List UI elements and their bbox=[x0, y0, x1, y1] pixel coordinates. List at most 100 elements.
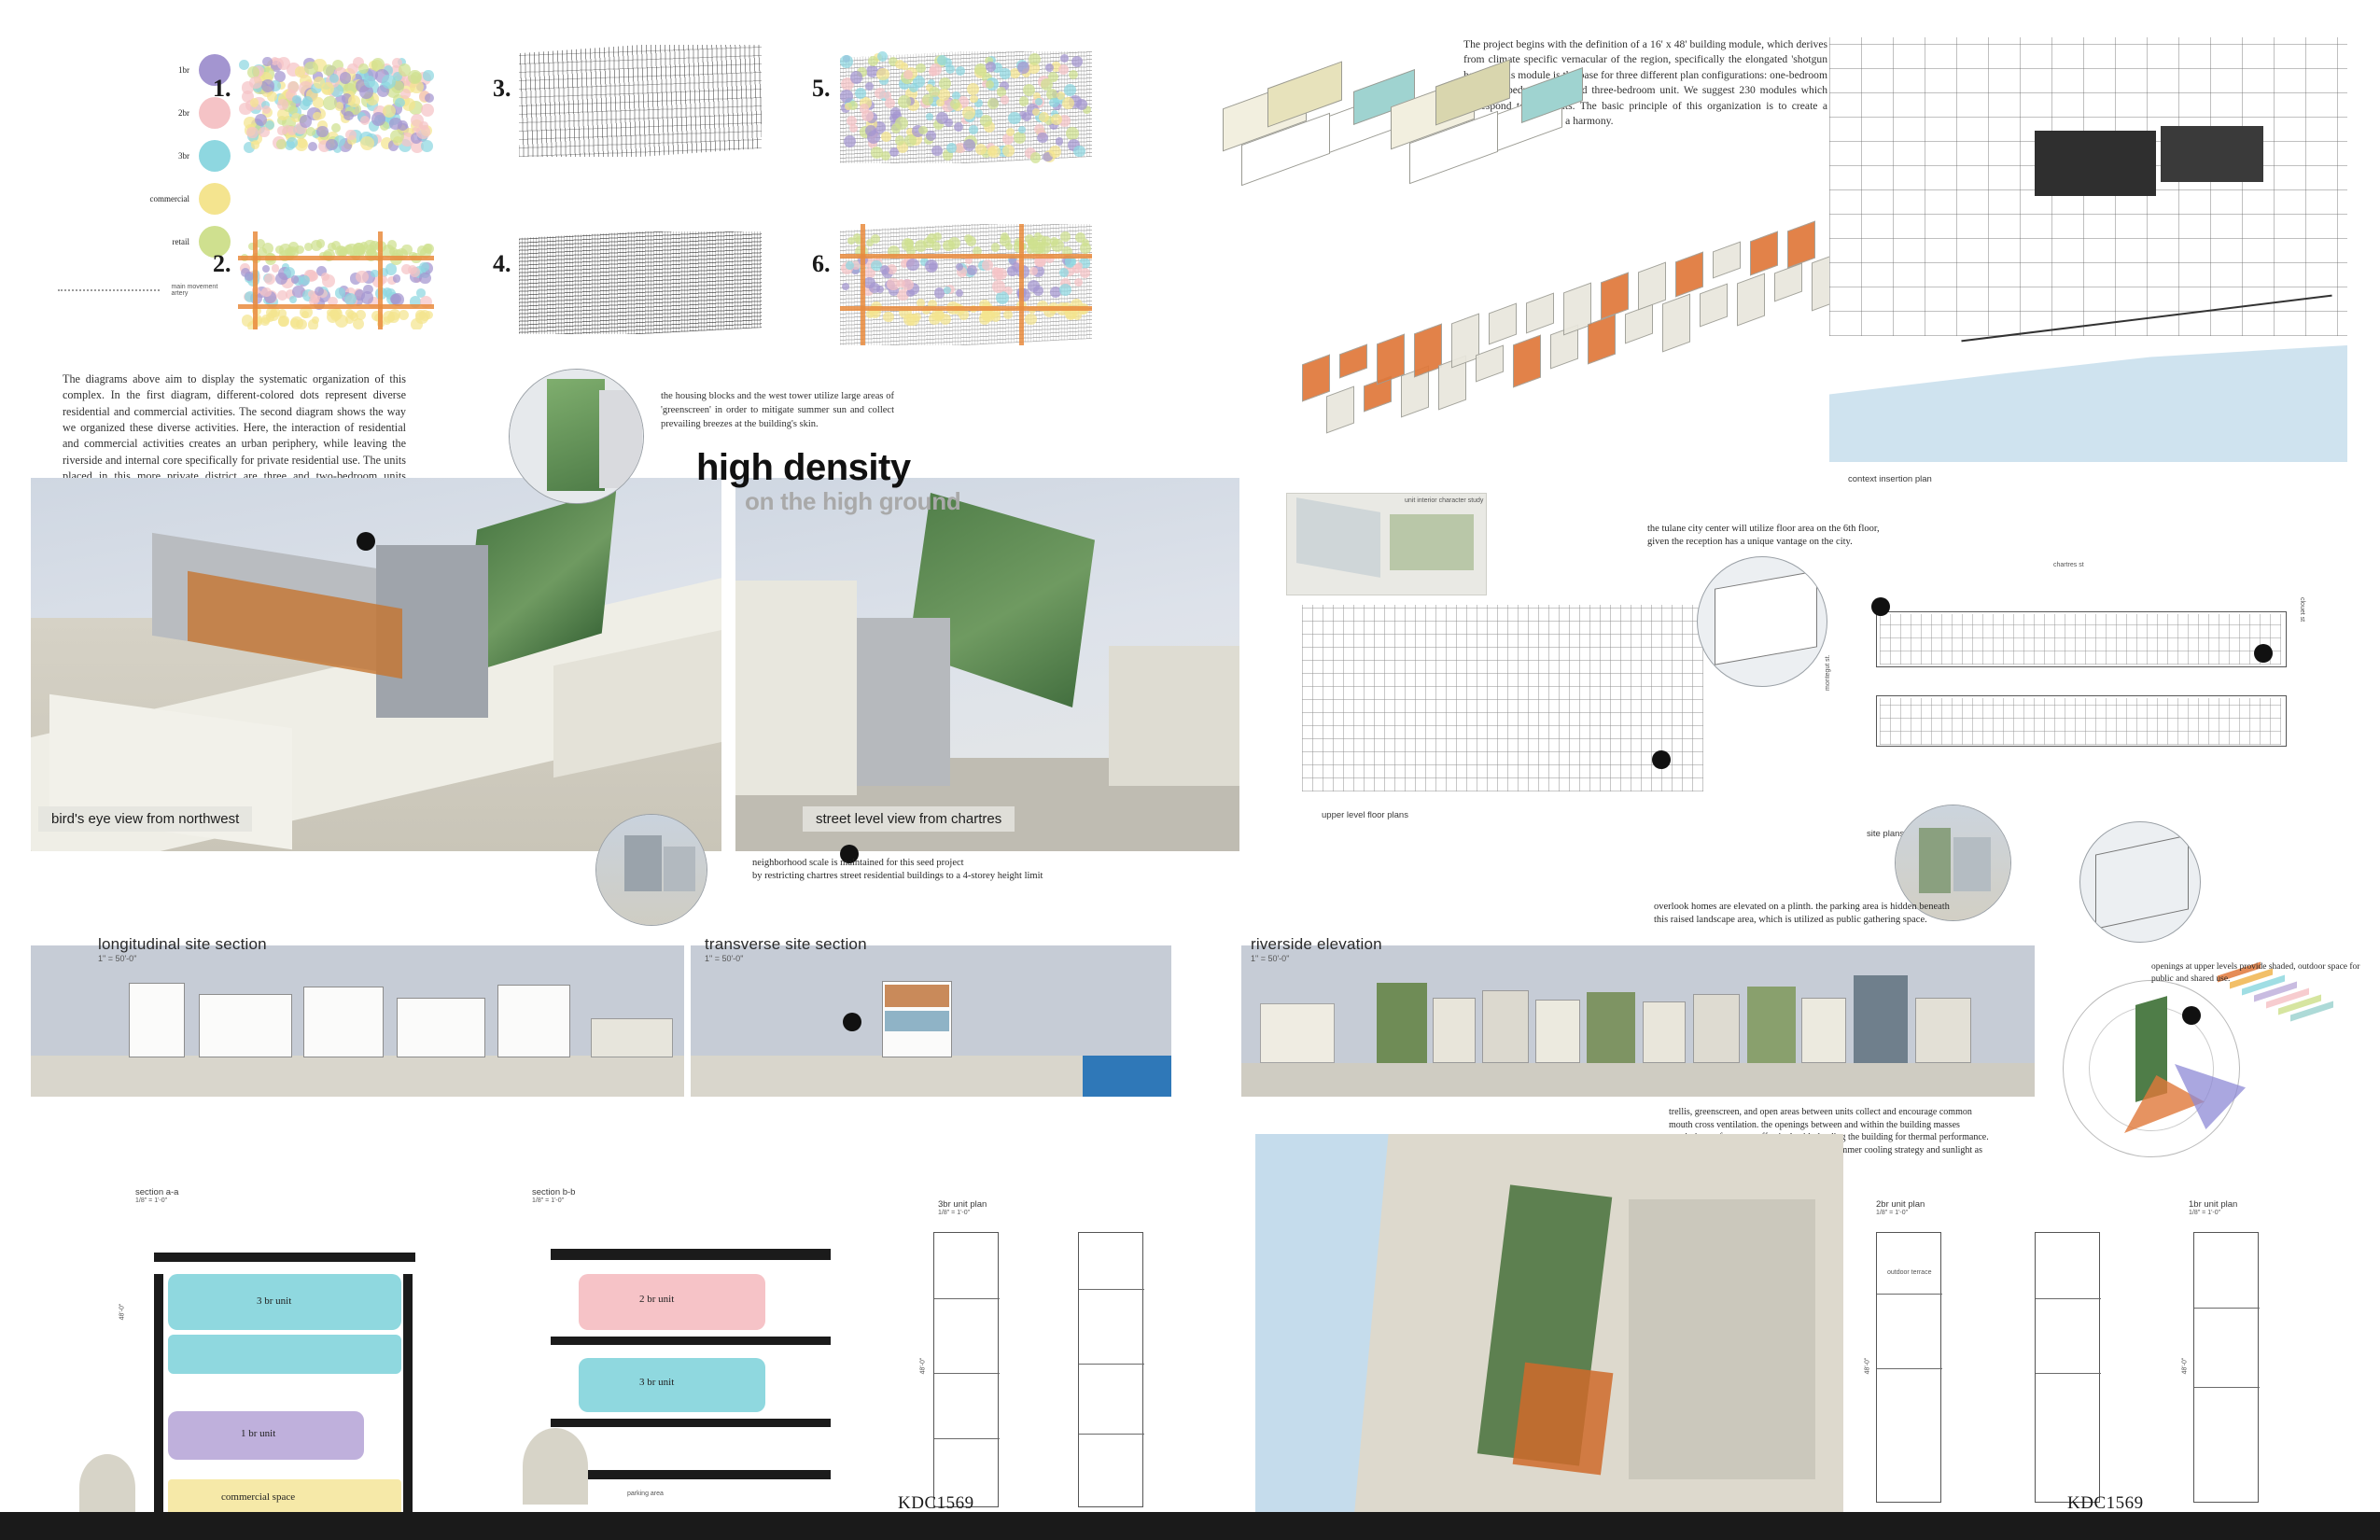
site-plans-label: site plans bbox=[1867, 829, 1905, 839]
1br-unit-plan-title-group: 1br unit plan 1/8" = 1'-0" bbox=[2189, 1199, 2237, 1216]
legend-line-item: main movement artery bbox=[58, 284, 231, 297]
callout-marker bbox=[843, 1013, 861, 1031]
transverse-section-title: transverse site section bbox=[705, 935, 867, 953]
aerial-massing-diagram bbox=[1265, 182, 1862, 471]
legend-item: 2br bbox=[58, 91, 231, 134]
2br-dim-left: 48'-0" bbox=[1864, 1357, 1871, 1375]
transverse-section-scale: 1" = 50'-0" bbox=[705, 954, 744, 963]
diagram-6-composite bbox=[840, 224, 1092, 345]
riverside-elevation-title-group: riverside elevation 1" = 50'-0" bbox=[1251, 935, 1382, 963]
legend-item: 1br bbox=[58, 49, 231, 91]
longitudinal-section-scale: 1" = 50'-0" bbox=[98, 954, 137, 963]
board-title-group: high density on the high ground bbox=[696, 447, 961, 516]
longitudinal-site-section-drawing bbox=[31, 945, 684, 1097]
street-label-clouet: clouet st bbox=[2299, 597, 2305, 623]
callout-marker bbox=[840, 845, 859, 863]
legend-label: 2br bbox=[178, 108, 189, 118]
diagram-number-4: 4. bbox=[493, 250, 511, 277]
transverse-section-title-group: transverse site section 1" = 50'-0" bbox=[705, 935, 867, 963]
greenscreen-annotation: the housing blocks and the west tower ut… bbox=[661, 391, 894, 429]
context-insertion-plan bbox=[1829, 37, 2347, 462]
section-aa-title-group: section a-a 1/8" = 1'-0" bbox=[135, 1187, 178, 1204]
section-bb-drawing: 2 br unit 3 br unit parking area bbox=[485, 1232, 840, 1531]
callout-marker bbox=[1652, 750, 1671, 769]
riverside-elevation-scale: 1" = 50'-0" bbox=[1251, 954, 1290, 963]
upper-level-floor-plans-label: upper level floor plans bbox=[1322, 810, 1408, 820]
legend-line-label: main movement artery bbox=[171, 284, 218, 297]
page-title: high density bbox=[696, 447, 911, 488]
diagram-1-activity-dots bbox=[238, 56, 434, 154]
diagram-4-movement-hatch bbox=[519, 231, 762, 334]
legend-item: 3br bbox=[58, 134, 231, 177]
2br-unit-plan-drawing-a bbox=[1876, 1232, 1942, 1503]
project-code-right: KDC1569 bbox=[2067, 1493, 2144, 1513]
2br-unit-plan-title-group: 2br unit plan 1/8" = 1'-0" bbox=[1876, 1199, 1925, 1216]
unit-label-3br: 3 br unit bbox=[257, 1295, 292, 1307]
height-dimension: 48'-0" bbox=[119, 1303, 126, 1321]
legend-swatch-3br bbox=[199, 140, 231, 172]
2br-unit-plan-title: 2br unit plan bbox=[1876, 1199, 1925, 1210]
2br-unit-plan-drawing-b bbox=[2035, 1232, 2101, 1503]
riverside-elevation-drawing bbox=[1241, 945, 2035, 1097]
upper-level-floor-plans-drawing bbox=[1302, 605, 1703, 791]
site-plans-drawing bbox=[1857, 579, 2324, 812]
unit-label-commercial: commercial space bbox=[221, 1491, 296, 1503]
parking-area-label: parking area bbox=[627, 1491, 664, 1497]
legend-label: 3br bbox=[178, 151, 189, 161]
city-center-note: the tulane city center will utilize floo… bbox=[1647, 524, 1880, 548]
1br-dim-left: 48'-0" bbox=[2181, 1357, 2189, 1375]
section-bb-title-group: section b-b 1/8" = 1'-0" bbox=[532, 1187, 575, 1204]
outdoor-terrace-label: outdoor terrace bbox=[1887, 1269, 1932, 1276]
legend-swatch-retail bbox=[199, 226, 231, 258]
section-bb-title: section b-b bbox=[532, 1187, 576, 1197]
greenscreen-callout-circle bbox=[509, 369, 644, 504]
street-level-label: street level view from chartres bbox=[803, 806, 1015, 832]
street-level-render: street level view from chartres bbox=[735, 478, 1239, 851]
diagram-2-organized-dots bbox=[238, 231, 434, 329]
legend-swatch-1br bbox=[199, 54, 231, 86]
legend-label: commercial bbox=[149, 194, 189, 203]
ventilation-diagram bbox=[2035, 952, 2333, 1162]
parking-plinth-note: overlook homes are elevated on a plinth.… bbox=[1654, 902, 1950, 926]
longitudinal-section-title: longitudinal site section bbox=[98, 935, 267, 953]
section-bb-scale: 1/8" = 1'-0" bbox=[532, 1197, 565, 1204]
street-label-chartres: chartres st bbox=[2053, 562, 2084, 568]
diagram-number-3: 3. bbox=[493, 75, 511, 102]
diagram-number-6: 6. bbox=[812, 250, 831, 277]
unit-label-1br: 1 br unit bbox=[241, 1428, 276, 1439]
street-annotation-line2: by restricting chartres street residenti… bbox=[752, 871, 1043, 881]
unit-interior-label: unit interior character study bbox=[1405, 497, 1484, 504]
3br-unit-plan-scale: 1/8" = 1'-0" bbox=[938, 1210, 971, 1216]
section-aa-scale: 1/8" = 1'-0" bbox=[135, 1197, 168, 1204]
3br-unit-plan-drawing-a bbox=[933, 1232, 1000, 1507]
diagram-number-5: 5. bbox=[812, 75, 831, 102]
project-code-left: KDC1569 bbox=[898, 1493, 974, 1513]
street-annotation-line1: neighborhood scale is maintained for thi… bbox=[752, 858, 964, 868]
unit-label-3br-b: 3 br unit bbox=[639, 1377, 675, 1388]
plinth-callout-circle bbox=[1895, 805, 2011, 921]
diagram-number-2: 2. bbox=[213, 250, 231, 277]
1br-unit-plan-scale: 1/8" = 1'-0" bbox=[2189, 1210, 2221, 1216]
street-callout-circle bbox=[595, 814, 707, 926]
legend-swatch-commercial bbox=[199, 183, 231, 215]
birdseye-render: bird's eye view from northwest bbox=[31, 478, 721, 851]
street-label-montegut: montegut st. bbox=[1825, 654, 1831, 691]
section-aa-title: section a-a bbox=[135, 1187, 179, 1197]
section-aa-drawing: 3 br unit 1 br unit commercial space 48'… bbox=[75, 1241, 429, 1540]
unit-interior-character-study bbox=[1286, 493, 1487, 595]
context-plan-label: context insertion plan bbox=[1848, 474, 1932, 484]
dotted-line-swatch bbox=[58, 289, 161, 291]
3br-dim-left: 48'-0" bbox=[919, 1357, 927, 1375]
unit-type-legend: 1br 2br 3br commercial retail main movem… bbox=[58, 49, 231, 297]
transverse-site-section-drawing bbox=[691, 945, 1171, 1097]
3br-unit-plan-title: 3br unit plan bbox=[938, 1199, 987, 1210]
1br-unit-plan-drawing bbox=[2193, 1232, 2260, 1503]
footer-bar bbox=[0, 1512, 2380, 1540]
module-axonometric-diagram-b bbox=[1381, 54, 1615, 194]
legend-label: retail bbox=[172, 237, 190, 246]
2br-unit-plan-scale: 1/8" = 1'-0" bbox=[1876, 1210, 1909, 1216]
3br-unit-plan-title-group: 3br unit plan 1/8" = 1'-0" bbox=[938, 1199, 987, 1216]
diagram-3-movement-hatch bbox=[519, 45, 762, 157]
unit-label-2br: 2 br unit bbox=[639, 1294, 675, 1305]
